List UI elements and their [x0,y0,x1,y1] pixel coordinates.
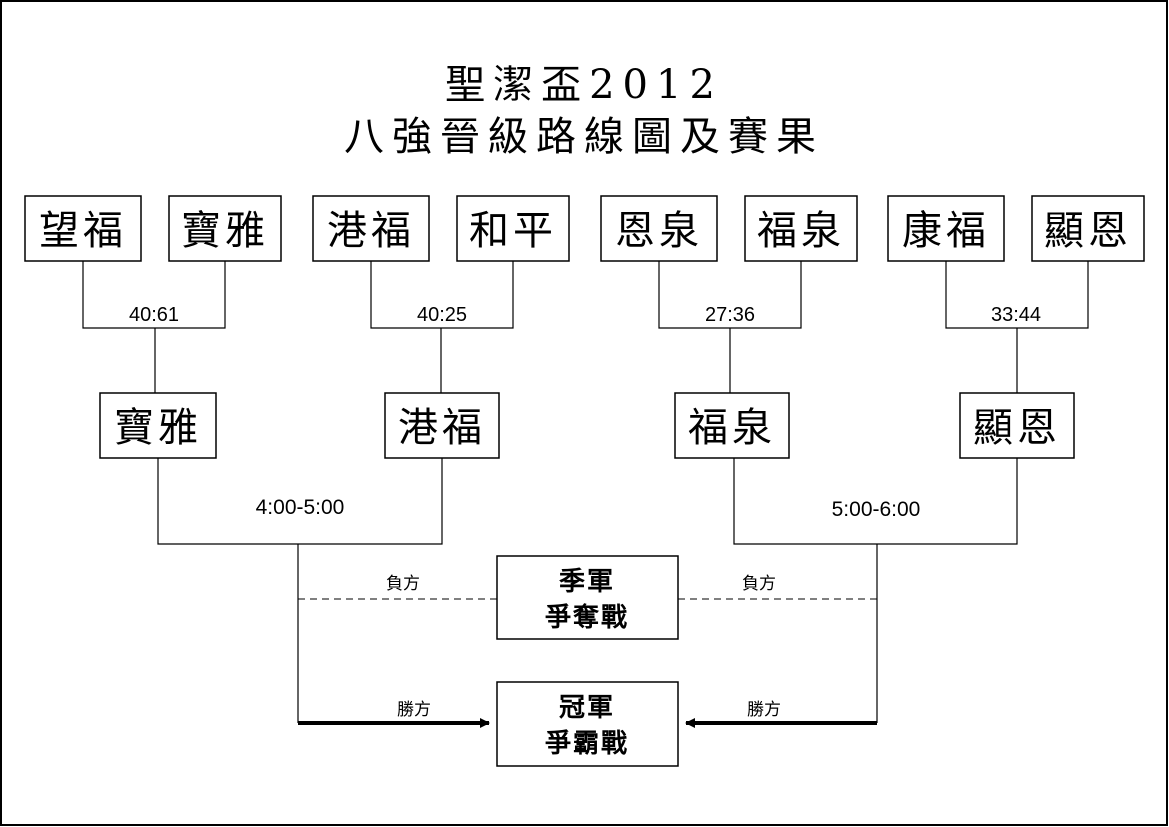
match-score: 33:44 [991,304,1041,326]
semifinal-box [959,392,1075,459]
team-box [456,195,570,262]
team-name: 港福 [327,208,415,254]
team-box [312,195,430,262]
final-label: 冠軍 [559,693,615,723]
third-place-label: 季軍 [559,567,615,597]
loser-label: 負方 [386,574,420,594]
team-name: 福泉 [757,208,845,254]
third-place-label: 爭奪戰 [545,602,629,633]
team-box [1031,195,1145,262]
team-name: 顯恩 [1044,208,1132,254]
semifinal-time: 5:00-6:00 [832,498,921,521]
winner-label: 勝方 [747,700,781,720]
semifinal-box [384,392,500,459]
team-box [744,195,858,262]
team-name: 恩泉 [615,208,703,254]
semifinal-team: 福泉 [688,405,776,451]
team-box [887,195,1005,262]
finals-drops [297,544,878,723]
semifinal-box [674,392,790,459]
team-name: 望福 [39,208,127,254]
match-score: 40:61 [129,304,179,326]
loser-label: 負方 [742,574,776,594]
final-label: 爭霸戰 [545,729,629,759]
title-line-1: 聖潔盃2012 [445,62,723,108]
final-box [496,681,679,767]
semifinal-team: 顯恩 [973,405,1061,451]
winner-label: 勝方 [397,700,431,720]
match-score: 40:25 [417,304,467,326]
round1-connectors [82,261,1089,393]
third-place-box [496,555,679,640]
match-score: 27:36 [705,304,755,326]
team-name: 和平 [469,208,557,254]
semifinal-team: 港福 [398,405,486,451]
semifinal-team: 寶雅 [114,405,202,451]
semifinal-box [99,392,217,459]
team-box [168,195,282,262]
semifinal-time: 4:00-5:00 [256,496,345,519]
team-name: 康福 [902,208,990,254]
semifinal-connectors [157,458,1018,545]
title-line-2: 八強晉級路線圖及賽果 [344,114,824,160]
team-name: 寶雅 [181,208,269,254]
